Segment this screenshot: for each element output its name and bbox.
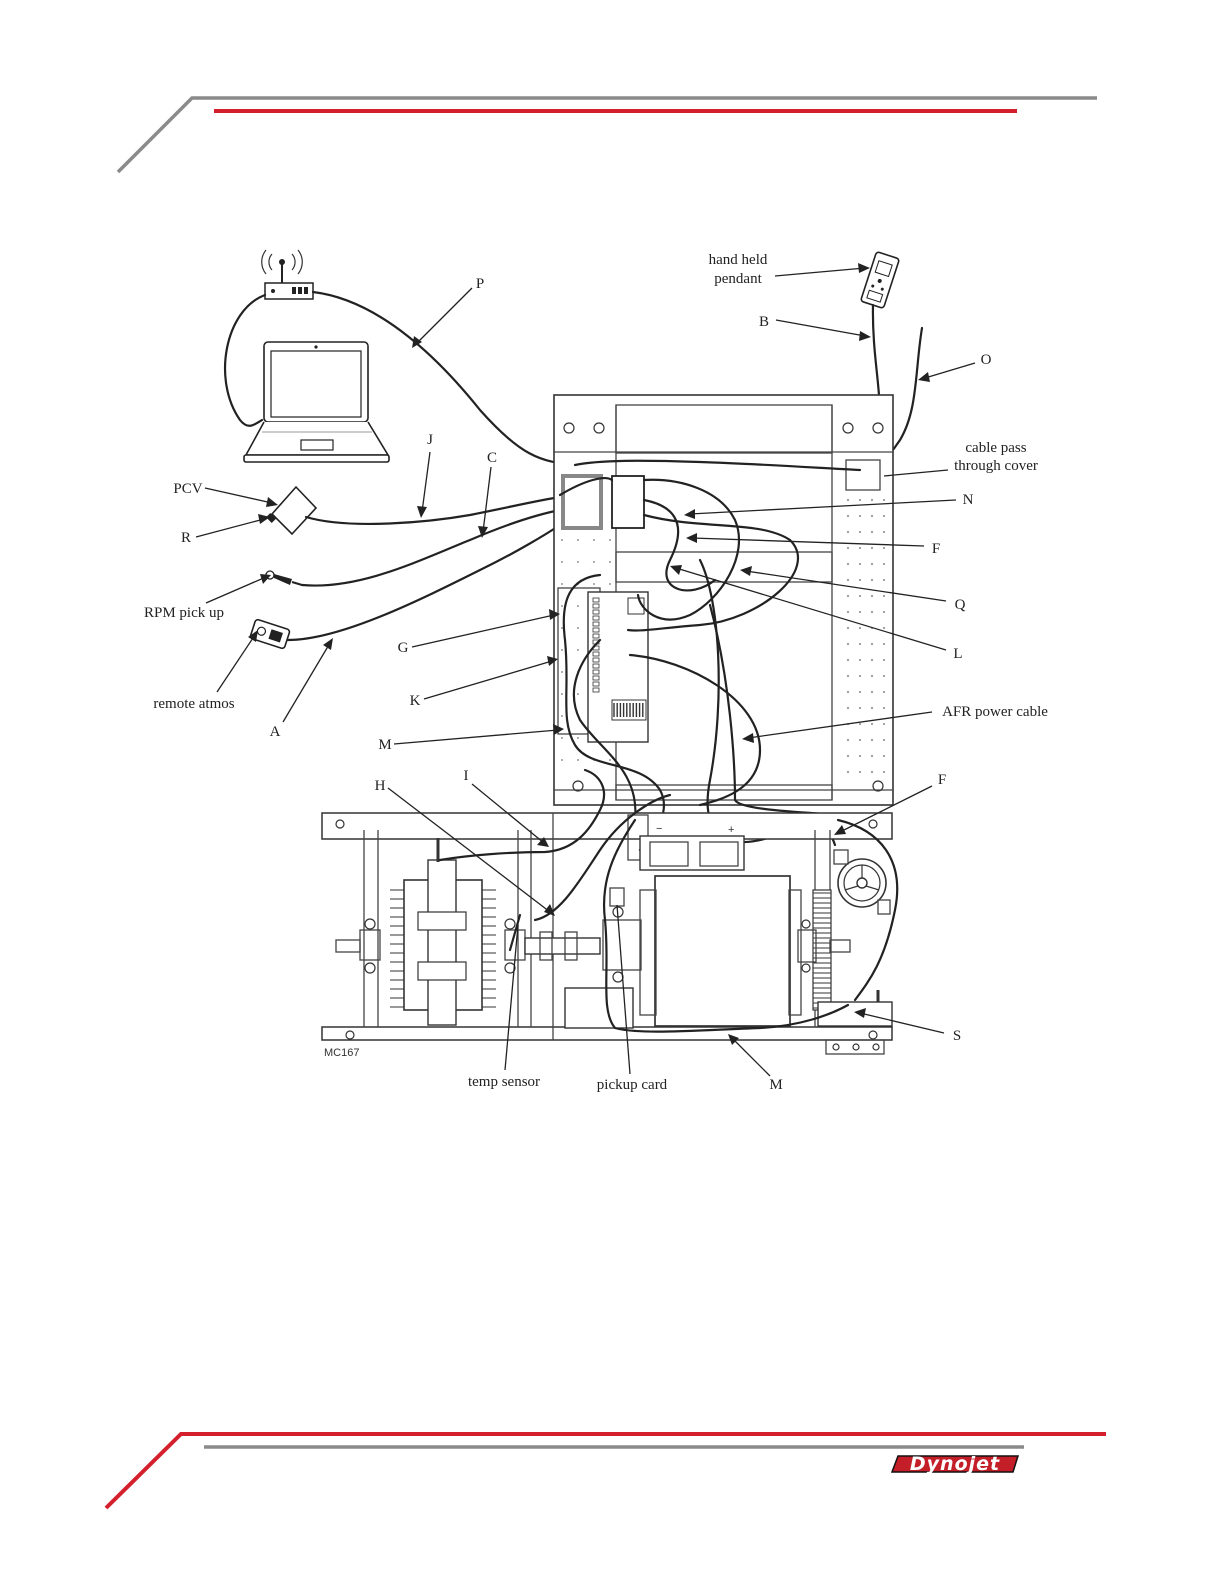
router-icon [262,250,313,299]
figure-code: MC167 [324,1047,359,1059]
label-l: L [953,646,962,662]
label-h: H [375,778,386,794]
label-pickup-card: pickup card [597,1077,668,1093]
battery-box [640,836,744,870]
label-o: O [981,352,992,368]
label-f-upper: F [932,541,940,557]
label-j: J [427,432,433,448]
cable-f-loadcell [838,820,897,1000]
drive-shaft [525,938,600,954]
label-s: S [953,1028,961,1044]
label-q: Q [955,597,966,613]
label-pcv: PCV [173,481,202,497]
load-cell [834,850,890,914]
roller-drum [390,838,496,1025]
label-hand-held-1: hand held [709,252,768,268]
footer-decoration: Dynojet [106,1434,1106,1508]
dyno-cabinet [554,395,893,805]
label-b: B [759,314,769,330]
label-remote-atmos: remote atmos [153,696,234,712]
label-n: N [963,492,974,508]
hand-held-pendant-icon [861,252,900,309]
label-a: A [270,724,281,740]
label-g: G [398,640,409,656]
label-temp-sensor: temp sensor [468,1074,540,1090]
wiring-diagram: − + [144,250,1048,1093]
label-f-lower: F [938,772,946,788]
label-afr: AFR power cable [942,704,1048,720]
label-cable-pass-2: through cover [954,458,1038,474]
rpm-pickup-icon [266,571,302,585]
label-p: P [476,276,484,292]
label-m-left: M [378,737,391,753]
router-laptop-cable [225,295,265,426]
label-hand-held-2: pendant [714,271,762,287]
header-decoration [118,98,1097,172]
pickup-card [565,988,633,1028]
label-cable-pass-1: cable pass [965,440,1026,456]
label-k: K [410,693,421,709]
junction-box [612,476,644,528]
dynojet-logo: Dynojet [892,1453,1018,1475]
laptop-icon [244,342,389,462]
label-rpm: RPM pick up [144,605,224,621]
label-i: I [464,768,469,784]
pcv-module-icon [266,487,316,534]
label-c: C [487,450,497,466]
label-r: R [181,530,191,546]
logo-text: Dynojet [910,1453,1000,1475]
minus-terminal: − [656,823,662,835]
label-m-bottom: M [769,1077,782,1093]
plus-terminal: + [728,824,734,836]
